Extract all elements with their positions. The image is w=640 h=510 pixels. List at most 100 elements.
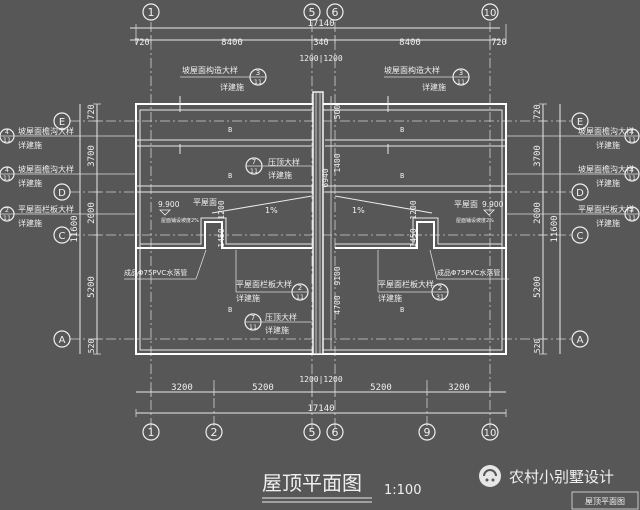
hatch-mark-5: B [228,306,232,314]
dim-center-4: 9100 [333,266,342,285]
note-right-d-1: 坡屋面檐沟大样 [578,164,634,174]
center-press-callout: 7 11 压顶大样 详建施 [245,157,312,180]
note-left-d-2: 详建施 [18,178,42,188]
right-dimensions: 720 3700 2000 5200 520 11600 [533,103,561,355]
dim-bottom-total: 17140 [307,404,334,414]
dim-left-3: 2000 [87,202,97,224]
corner-stamp-text: 屋顶平面图 [585,497,625,506]
axis-bubbles-right: E D C A [571,112,589,348]
note-right-e-1: 坡屋面檐沟大样 [578,126,634,136]
dim-top-seg-2: 8400 [221,38,243,48]
hatch-mark-6: B [400,306,404,314]
dim-top-seg-3: 340 [313,38,328,48]
callout-right-parapet-sheet: 31 [436,293,444,301]
watermark-logo-icon [479,465,501,487]
callout-center-press-sheet: 11 [250,167,258,175]
pipe-right: 成品Φ75PVC水落管 [437,268,500,277]
dim-right-1: 720 [533,104,543,119]
dim-center-5: 4700 [333,295,342,314]
center-vertical-dimensions: 500 1400 6940 9100 4700 1200 1450 1200 1… [217,96,418,350]
dim-center-3: 6940 [321,168,330,187]
note-left-c-1: 平屋面栏板大样 [18,204,74,214]
dim-left-total: 11600 [70,215,80,242]
slope-left: 1% [265,206,278,215]
axis-bottom-10: 10 [484,428,497,439]
dim-top-seg-1: 720 [134,38,149,48]
tiny-left: 屋面铺设坡度2% [161,217,199,224]
callout-right-parapet-num: 2 [438,284,442,292]
tiny-right: 屋面铺设坡度2% [456,217,494,224]
watermark-text: 农村小别墅设计 [509,468,614,486]
dim-right-total: 11600 [550,215,560,242]
axis-top-6: 6 [332,6,339,19]
axis-bubbles-left: E D C A [53,112,71,348]
bottom-dimensions: 1200|1200 3200 5200 5200 3200 17140 [135,375,507,417]
note-top-right-2: 详建施 [422,82,446,92]
top-dimensions: 17140 720 8400 340 8400 720 1200|1200 [130,19,507,63]
dim-bottom-seg-1: 3200 [171,383,193,393]
callout-left-parapet-num: 2 [298,284,302,292]
axis-bubbles-bottom: 1 2 5 6 9 10 [142,423,499,441]
axis-left-a: A [59,335,66,346]
callout-right-e-sheet: 11 [628,136,636,144]
axis-bottom-9: 9 [424,426,431,439]
right-side-callouts: 坡屋面檐沟大样 详建施 4 11 坡屋面檐沟大样 详建施 4 11 平屋面栏板大… [506,126,640,228]
callout-top-left-sheet: 11 [254,78,262,86]
axis-bottom-6: 6 [332,426,339,439]
callout-top-right-num: 3 [459,69,463,77]
dim-left-2: 3700 [87,145,97,167]
top-callouts: 坡屋面构造大样 详建施 3 11 坡屋面构造大样 详建施 3 11 [180,65,470,92]
callout-left-c-num: 2 [5,206,9,214]
parapet-callouts: 平屋面栏板大样 详建施 2 11 平屋面栏板大样 详建施 2 31 [235,250,449,303]
axis-top-10: 10 [484,8,497,19]
callout-right-d-num: 4 [630,166,634,174]
flat-roof-labels: 9.900 平屋面 屋面铺设坡度2% 平屋面 9.900 屋面铺设坡度2% 1%… [158,198,504,224]
note-center-press-1: 压顶大样 [268,157,300,167]
left-dimensions: 720 3700 2000 5200 520 11600 [70,103,101,355]
corner-stamp: 屋顶平面图 [571,491,639,510]
callout-left-parapet-sheet: 11 [296,293,304,301]
axis-top-5: 5 [309,6,316,19]
dim-left-5: 520 [87,339,96,354]
axis-right-a: A [577,335,584,346]
dim-bottom-seg-3: 5200 [370,383,392,393]
axis-right-e: E [577,117,583,128]
hatch-mark-2: B [400,126,404,134]
note-right-parapet-2: 详建施 [378,293,402,303]
axis-left-c: C [59,231,66,242]
dim-inner-4: 1450 [409,228,418,247]
drawing-scale: 1:100 [384,483,421,498]
drawing-title-block: 屋顶平面图 1:100 [262,471,421,503]
level-left: 9.900 [158,200,180,209]
dim-inner-1: 1200 [217,200,226,219]
slope-right: 1% [352,206,365,215]
dim-center-1: 500 [333,105,342,120]
note-left-d-1: 坡屋面檐沟大样 [18,164,74,174]
dim-left-4: 5200 [87,276,97,298]
axis-bottom-5: 5 [309,426,316,439]
callout-right-e-num: 4 [630,128,634,136]
note-top-right-1: 坡屋面构造大样 [384,65,440,75]
axis-bubbles-top: 1 5 6 10 [142,3,499,21]
note-top-left-2: 详建施 [220,82,244,92]
dim-bottom-seg-2: 5200 [252,383,274,393]
axis-bottom-1: 1 [148,426,155,439]
note-right-d-2: 详建施 [596,178,620,188]
note-left-parapet-2: 详建施 [236,293,260,303]
dim-top-seg-5: 720 [491,38,506,48]
callout-lower-press-num: 7 [251,314,255,322]
axis-left-d: D [58,188,66,199]
dim-right-5: 520 [533,339,542,354]
callout-right-c-sheet: 11 [628,214,636,222]
axis-left-e: E [59,117,65,128]
note-left-e-1: 坡屋面檐沟大样 [18,126,74,136]
dim-bottom-seg-4: 3200 [448,383,470,393]
callout-left-c-sheet: 11 [3,214,11,222]
dim-top-seg-4: 8400 [399,38,421,48]
callout-top-right-sheet: 11 [457,78,465,86]
note-top-left-1: 坡屋面构造大样 [182,65,238,75]
pipe-left: 成品Φ75PVC水落管 [124,268,187,277]
dim-right-3: 2000 [533,202,543,224]
dim-top-total: 17140 [307,19,334,29]
